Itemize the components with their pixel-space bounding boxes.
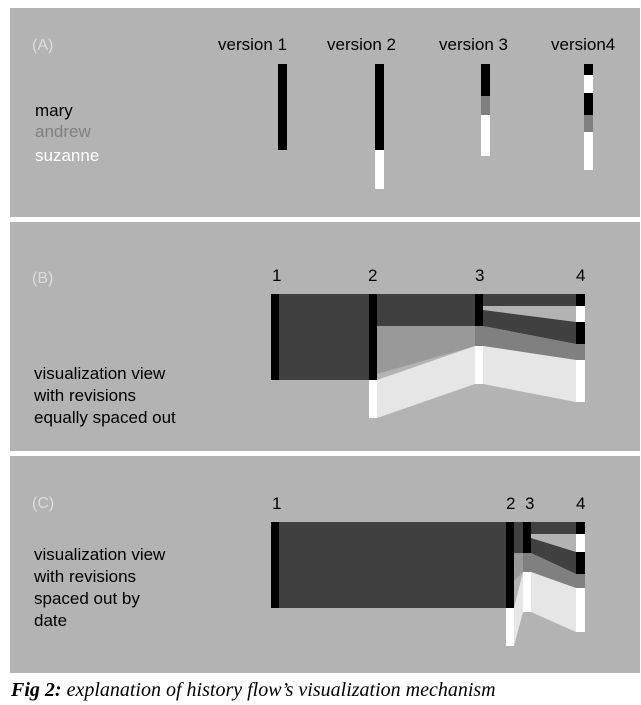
panel-c-description-line-1: visualization view — [34, 545, 166, 564]
flow-andrew-3-4 — [531, 553, 576, 588]
revision-1-number: 1 — [272, 494, 282, 513]
revision-3-bar-mary — [475, 294, 483, 326]
version-3-bar-suzanne — [481, 115, 490, 156]
panel-c-description-line-2: with revisions — [34, 567, 137, 586]
version-2-bar-mary — [375, 64, 384, 150]
flow-suzanne-3-4 — [483, 346, 576, 402]
version-3-label: version 3 — [439, 35, 508, 54]
revision-4-bar-mary-1 — [576, 294, 585, 306]
revision-3-bar-suzanne — [475, 346, 483, 384]
version-4-bar-andrew — [584, 115, 593, 132]
figure-caption-text: explanation of history flow’s visualizat… — [61, 679, 496, 701]
revision-2-bar-suzanne — [506, 608, 514, 646]
figure-caption-label: Fig 2: — [11, 679, 62, 701]
revision-4-bar-suzanne-1 — [576, 306, 585, 322]
history-flow-date-spacing — [271, 522, 585, 646]
version-4-bar-suzanne-2 — [584, 132, 593, 170]
panel-a-tag: (A) — [32, 37, 54, 54]
revision-3-bar-mary — [523, 522, 531, 553]
flow-andrew-2-3 — [514, 553, 523, 581]
version-3-bar-andrew — [481, 96, 490, 115]
panel-b-tag: (B) — [32, 270, 54, 287]
flow-mary-3-4b — [531, 538, 576, 574]
version-4-bar-suzanne-1 — [584, 75, 593, 93]
revision-3-number: 3 — [475, 266, 485, 285]
flow-mary-3-4a — [531, 522, 576, 534]
history-flow-equal-spacing — [271, 294, 585, 418]
legend-andrew: andrew — [35, 122, 91, 141]
revision-4-bar-suzanne-1 — [576, 534, 585, 552]
flow-mary-3-4a — [483, 294, 576, 306]
revision-4-bar-mary-2 — [576, 322, 585, 344]
revision-4-bar-andrew — [576, 574, 585, 588]
revision-2-number: 2 — [506, 494, 516, 513]
flow-mary-2-3 — [514, 522, 523, 553]
version-4-bar-mary-2 — [584, 93, 593, 115]
flow-suzanne-2-3 — [377, 346, 475, 418]
legend-suzanne: suzanne — [35, 146, 100, 165]
revision-2-number: 2 — [368, 266, 378, 285]
flow-mary-2-3 — [377, 294, 475, 326]
panel-c-tag: (C) — [32, 495, 55, 512]
revision-3-bar-suzanne — [523, 572, 531, 612]
panel-b-description-line-2: with revisions — [34, 386, 137, 405]
version-3-bar-mary — [481, 64, 490, 96]
revision-4-bar-suzanne-2 — [576, 588, 585, 632]
flow-suzanne-3-4 — [531, 572, 576, 632]
revision-4-bar-suzanne-2 — [576, 360, 585, 402]
panel-b: (B) 1 2 3 4 visualization view with revi… — [10, 222, 640, 451]
flow-suzanne-2-3 — [514, 572, 523, 646]
version-4-bar-mary-1 — [584, 64, 593, 75]
revision-1-bar — [271, 522, 279, 608]
revision-1-number: 1 — [272, 266, 282, 285]
revision-4-bar-mary-1 — [576, 522, 585, 534]
revision-4-number: 4 — [576, 494, 586, 513]
panel-c-description: visualization view with revisions spaced… — [34, 544, 165, 632]
panel-b-description-line-3: equally spaced out — [34, 408, 176, 427]
revision-2-bar-mary — [369, 294, 377, 380]
revision-1-bar — [271, 294, 279, 380]
version-2-bar-suzanne — [375, 150, 384, 189]
version-1-label: version 1 — [218, 35, 287, 54]
panel-c: (C) 1 2 3 4 visualization view with revi… — [10, 456, 640, 673]
legend-mary: mary — [35, 101, 73, 120]
revision-3-bar-andrew — [523, 553, 531, 572]
revision-2-bar-suzanne — [369, 380, 377, 418]
flow-mary-1-2 — [279, 294, 369, 380]
revision-4-bar-andrew — [576, 344, 585, 360]
revision-2-bar-mary — [506, 522, 514, 608]
panel-a: (A) version 1 version 2 version 3 versio… — [10, 8, 640, 217]
flow-andrew-2-3 — [377, 326, 475, 374]
revision-4-number: 4 — [576, 266, 586, 285]
flow-andrew-3-4 — [483, 326, 576, 360]
version-2-label: version 2 — [327, 35, 396, 54]
revision-4-bar-mary-2 — [576, 552, 585, 574]
figure-caption: Fig 2: explanation of history flow’s vis… — [11, 679, 496, 702]
flow-mary-3-4b — [483, 310, 576, 344]
panel-c-description-line-3: spaced out by — [34, 589, 140, 608]
revision-3-number: 3 — [525, 494, 535, 513]
flow-mary-1-2 — [279, 522, 506, 608]
panel-b-description: visualization view with revisions equall… — [34, 363, 176, 429]
version-4-label: version4 — [551, 35, 616, 54]
version-1-bar-mary — [278, 64, 287, 150]
panel-c-description-line-4: date — [34, 611, 68, 630]
revision-3-bar-andrew — [475, 326, 483, 346]
panel-b-description-line-1: visualization view — [34, 364, 166, 383]
